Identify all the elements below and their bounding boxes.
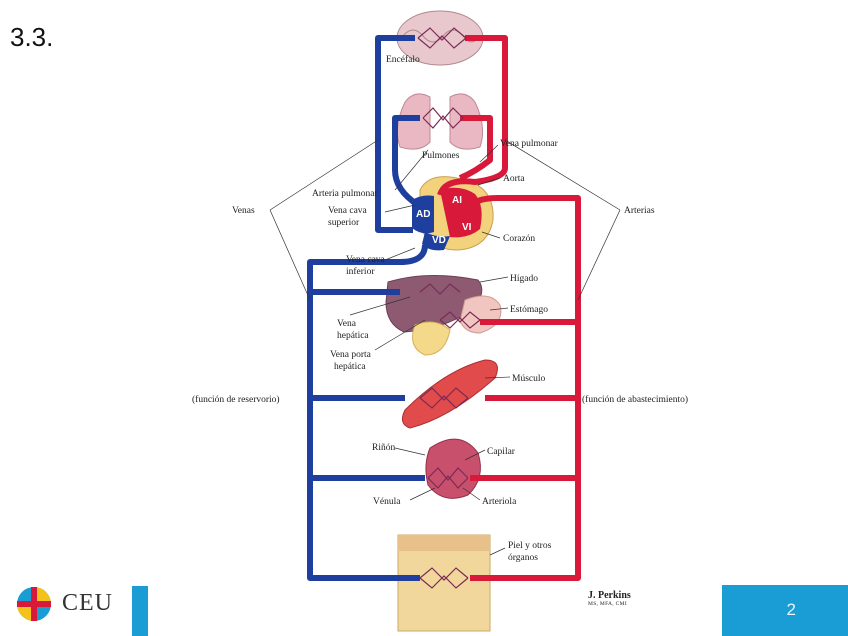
label-arteria-pulmonar: Arteria pulmonar: [312, 189, 379, 199]
label-vi: VI: [462, 222, 472, 233]
label-piel-1: Piel y otros: [508, 541, 552, 551]
label-vena-hepatica-2: hepática: [337, 331, 369, 341]
label-vena-cava-superior-2: superior: [328, 218, 360, 228]
label-vena-pulmonar: Vena pulmonar: [500, 139, 559, 149]
credit-subtitle: MS, MFA, CMI: [588, 601, 627, 607]
label-rinon: Riñón: [372, 443, 395, 453]
leader-lines: [269, 139, 621, 556]
label-funcion-reservorio: (función de reservorio): [192, 394, 280, 405]
label-capilar: Capilar: [487, 447, 516, 457]
label-arteriola: Arteriola: [482, 497, 517, 507]
author-credit: J. Perkins MS, MFA, CMI: [588, 590, 631, 607]
label-pulmones: Pulmones: [422, 151, 460, 161]
label-vena-porta-2: hepática: [334, 362, 366, 372]
label-funcion-abastecimiento: (función de abastecimiento): [582, 394, 688, 405]
label-aorta: Aorta: [503, 174, 525, 184]
label-venula: Vénula: [373, 497, 401, 507]
logo-text: CEU: [62, 590, 113, 616]
label-musculo: Músculo: [512, 374, 546, 384]
arteries: [437, 35, 581, 581]
label-vena-porta-1: Vena porta: [330, 350, 372, 360]
kidney: [425, 438, 481, 499]
label-corazon: Corazón: [503, 234, 535, 244]
label-encefalo: Encéfalo: [386, 54, 420, 65]
label-vena-hepatica-1: Vena: [337, 319, 357, 329]
ceu-logo: CEU: [14, 582, 134, 628]
label-vena-cava-inferior-2: inferior: [346, 266, 375, 277]
skin: [397, 534, 491, 632]
label-estomago: Estómago: [510, 305, 548, 315]
page-number: 2: [786, 600, 796, 619]
lungs: [396, 93, 484, 150]
section-number: 3.3.: [10, 22, 54, 52]
label-vena-cava-inferior-1: Vena cava: [346, 255, 386, 265]
label-venas: Venas: [232, 206, 255, 216]
capillary-nets: [417, 27, 481, 589]
label-ad: AD: [416, 209, 430, 220]
label-arterias: Arterias: [624, 206, 655, 216]
ceu-emblem-icon: [17, 587, 51, 621]
footer-accent-bar: [132, 586, 148, 636]
page-number-box: 2: [722, 585, 848, 636]
label-piel-2: órganos: [508, 553, 538, 563]
label-vena-cava-superior-1: Vena cava: [328, 206, 368, 216]
label-vd: VD: [432, 235, 446, 246]
label-ai: AI: [452, 195, 462, 206]
credit-name: J. Perkins: [588, 590, 631, 601]
label-higado: Hígado: [510, 274, 538, 284]
veins: [307, 35, 428, 581]
